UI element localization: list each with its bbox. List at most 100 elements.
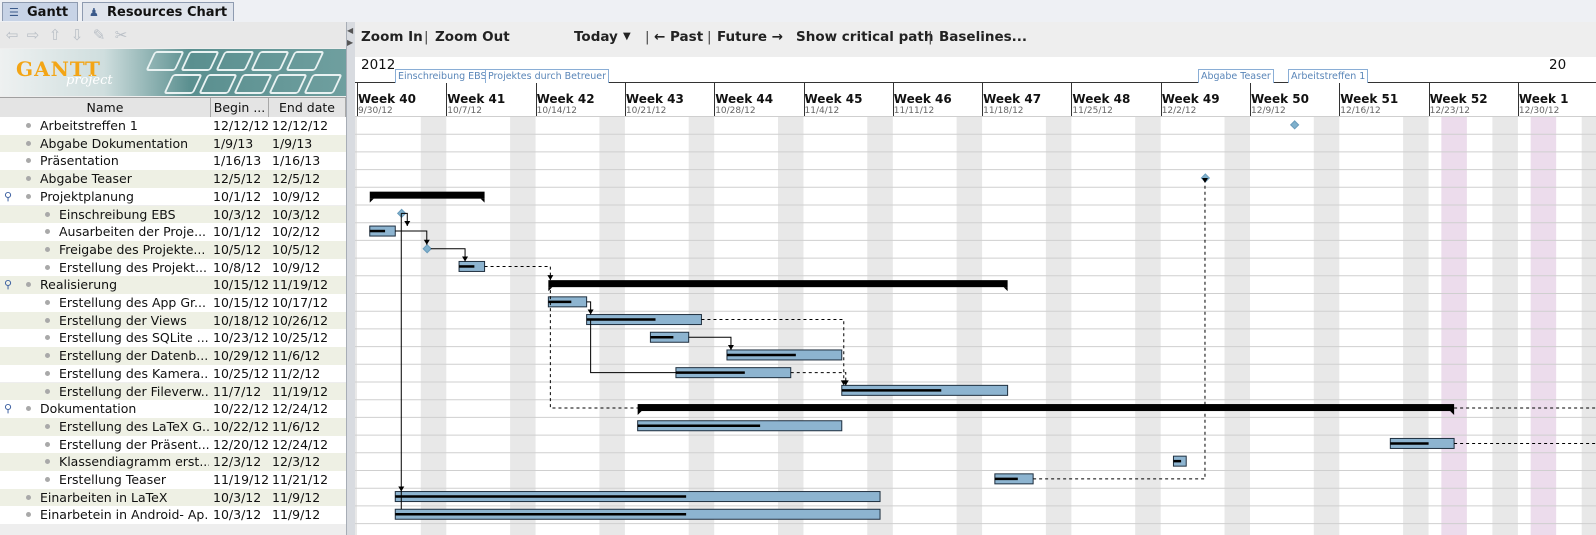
column-header-begin[interactable]: Begin ... xyxy=(211,98,269,117)
zoom-out-button[interactable]: Zoom Out xyxy=(435,29,510,45)
timeline-label-abgabe-teaser: Abgabe Teaser xyxy=(1198,69,1274,83)
tab-gantt-label: Gantt xyxy=(27,5,69,20)
summary-bar[interactable] xyxy=(369,191,485,199)
week-tick xyxy=(803,83,805,116)
summary-bar[interactable] xyxy=(548,280,1008,288)
week-label: Week 40 xyxy=(358,92,416,106)
move-up-icon[interactable]: ⇧ xyxy=(48,26,62,44)
future-button[interactable]: Future → xyxy=(717,29,784,45)
milestone-marker[interactable] xyxy=(422,244,432,254)
timeline-label-freigabe: Projektes durch Betreuer xyxy=(485,69,610,83)
collapse-left-icon[interactable]: ◀ xyxy=(347,26,354,35)
task-bullet-icon xyxy=(26,140,31,146)
tab-gantt[interactable]: ☰ Gantt xyxy=(2,2,78,21)
timeline-header: 2012 20 Einschreibung EBS Projektes durc… xyxy=(355,57,1596,116)
unindent-icon[interactable]: ⇦ xyxy=(5,26,19,44)
move-down-icon[interactable]: ⇩ xyxy=(70,26,84,44)
resources-icon: ♟ xyxy=(89,6,99,19)
past-button[interactable]: ← Past xyxy=(654,29,704,45)
task-name: Abgabe Teaser xyxy=(40,171,132,187)
collapse-right-icon[interactable]: ▶ xyxy=(347,38,354,47)
baselines-button[interactable]: Baselines... xyxy=(939,29,1028,45)
week-date: 12/9/12 xyxy=(1251,106,1286,116)
task-end-date: 12/3/12 xyxy=(272,454,321,470)
task-bullet-icon xyxy=(26,193,31,199)
week-date: 11/4/12 xyxy=(804,106,840,116)
weekend-stripe xyxy=(1403,116,1429,535)
arrow-head xyxy=(842,380,849,386)
timeline-label-einschreibung: Einschreibung EBS xyxy=(395,69,490,83)
tab-resources-chart[interactable]: ♟ Resources Chart xyxy=(82,2,234,21)
expand-toggle-icon[interactable]: ⚲ xyxy=(4,402,13,416)
task-begin-date: 12/20/12 xyxy=(213,436,268,452)
weekend-stripe xyxy=(420,116,447,535)
week-tick xyxy=(1339,83,1341,116)
column-header-end[interactable]: End date xyxy=(269,98,346,117)
arrow-head xyxy=(727,344,734,350)
expand-toggle-icon[interactable]: ⚲ xyxy=(4,189,13,203)
task-begin-date: 10/3/12 xyxy=(213,206,262,222)
today-button[interactable]: Today xyxy=(574,29,618,45)
arrow-head xyxy=(398,486,405,492)
week-label: Week 49 xyxy=(1161,92,1220,106)
week-date: 10/21/12 xyxy=(625,106,667,116)
week-date: 10/7/12 xyxy=(447,106,482,116)
gantt-chart-area[interactable] xyxy=(355,116,1596,535)
unlink-icon[interactable]: ✂ xyxy=(114,26,128,44)
milestone-marker[interactable] xyxy=(1289,120,1300,130)
week-tick xyxy=(1160,83,1162,116)
weekend-stripe xyxy=(1492,116,1518,535)
logo-brand: GANTT xyxy=(16,57,101,81)
task-end-date: 10/26/12 xyxy=(272,312,329,328)
weekend-stripe xyxy=(599,116,625,535)
task-name: Erstellung des SQLite ... xyxy=(59,330,209,346)
indent-icon[interactable]: ⇨ xyxy=(26,26,40,44)
task-end-date: 12/12/12 xyxy=(272,118,329,133)
gantt-toolbar: Zoom In | Zoom Out Today ▼ | ← Past | Fu… xyxy=(355,22,1596,57)
task-end-date: 10/9/12 xyxy=(272,259,321,275)
expand-toggle-icon[interactable]: ⚲ xyxy=(4,278,13,292)
dependency-arrow xyxy=(790,372,847,386)
summary-bar[interactable] xyxy=(637,404,1455,412)
week-date: 11/11/12 xyxy=(893,106,935,116)
task-bullet-icon xyxy=(45,353,50,359)
today-dropdown-icon[interactable]: ▼ xyxy=(623,31,631,42)
week-date: 9/30/12 xyxy=(358,106,393,116)
task-bullet-icon xyxy=(45,335,50,341)
week-label: Week 48 xyxy=(1072,92,1131,106)
week-tick xyxy=(1071,83,1073,116)
week-label: Week 51 xyxy=(1340,92,1399,106)
critical-path-button[interactable]: Show critical path xyxy=(796,29,934,45)
column-header-name[interactable]: Name xyxy=(0,98,211,117)
ganttproject-logo: GANTT project xyxy=(0,49,346,96)
link-icon[interactable]: ✎ xyxy=(92,26,106,44)
zoom-in-button[interactable]: Zoom In xyxy=(361,29,423,45)
task-begin-date: 10/3/12 xyxy=(213,489,262,505)
task-end-date: 10/9/12 xyxy=(272,188,321,204)
week-label: Week 44 xyxy=(715,92,774,106)
arrow-head xyxy=(547,275,554,281)
